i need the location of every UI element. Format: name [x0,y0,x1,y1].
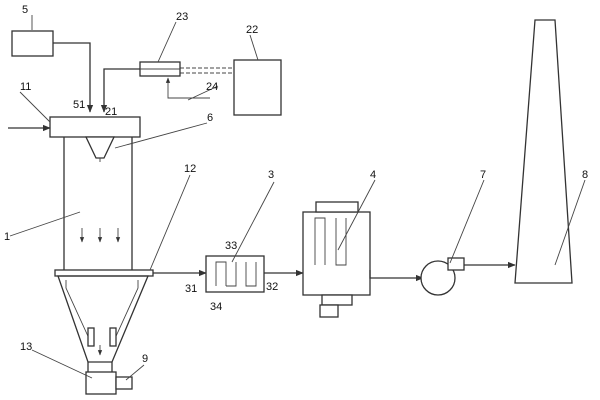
leader-7 [449,179,485,264]
leader-13 [31,349,93,379]
leader-24 [187,85,219,101]
label-7: 7 [480,169,486,181]
feed-line-23 [100,68,140,113]
leader-6 [114,122,208,149]
collection-plate-12 [54,269,154,277]
label-23: 23 [176,11,188,23]
inner-left-tube [87,327,95,347]
label-9: 9 [142,353,148,365]
unit-3-box [205,255,265,293]
leader-8 [554,179,586,266]
unit-4-top [315,201,359,213]
label-11: 11 [20,81,31,93]
unit-4-valve [319,304,339,318]
stack-8 [514,19,573,284]
label-4: 4 [370,169,376,181]
unit-4-box [302,211,371,296]
leader-23 [157,21,177,63]
label-6: 6 [207,112,213,124]
unit-4-bags [314,217,347,266]
label-8: 8 [582,169,588,181]
leader-1 [9,211,81,237]
label-22: 22 [246,24,258,36]
label-24: 24 [206,81,218,93]
distributor-6 [84,136,116,159]
label-31: 31 [185,283,197,295]
leader-4 [337,179,376,251]
unit-22-box [233,59,282,116]
inner-right-baffle [111,280,139,346]
leader-22 [249,34,259,61]
discharge-valve-13 [85,371,117,395]
label-33: 33 [225,240,237,252]
fan-7 [420,260,456,296]
tower-top-header [49,116,141,138]
label-34: 34 [210,301,222,313]
feed-line-5 [53,42,94,113]
unit-3-coil [215,261,257,287]
label-21: 21 [105,106,117,118]
label-32: 32 [266,281,278,293]
label-12: 12 [184,163,196,175]
line-4-7 [369,270,424,282]
inner-right-tube [109,327,117,347]
label-51: 51 [73,99,85,111]
leader-9 [125,364,145,381]
label-3: 3 [268,169,274,181]
label-1: 1 [4,231,10,243]
leader-11 [19,91,51,123]
input-24-line [165,77,210,99]
unit-5-box [11,30,54,57]
hopper-cone [57,275,149,363]
label-5: 5 [22,4,28,16]
leader-12 [149,174,191,271]
label-13: 13 [20,341,32,353]
inner-left-baffle [65,280,93,346]
unit-4-hopper [321,294,353,306]
fan-7-outlet [447,257,465,271]
leader-3 [231,181,275,263]
motor-9 [115,376,133,390]
